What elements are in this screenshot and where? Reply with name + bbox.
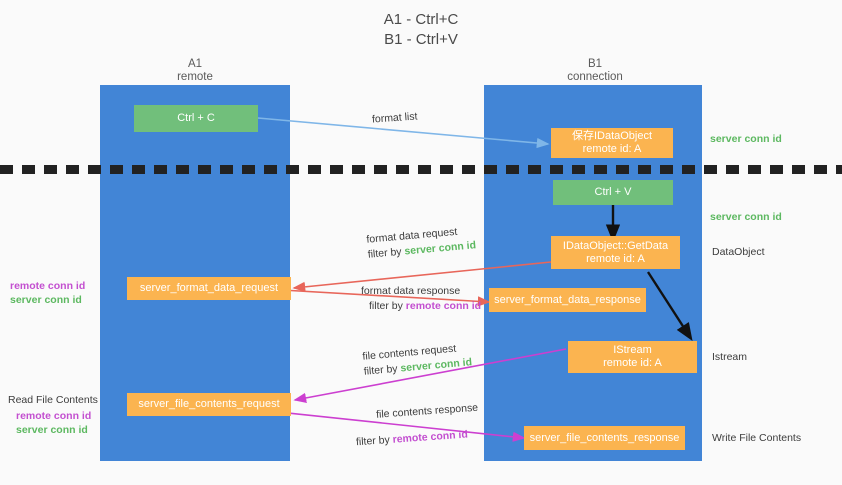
annotation-right-write-file-contents-text: Write File Contents (712, 432, 802, 444)
column-b1-sub: connection (567, 71, 623, 83)
edge-label-format-data-response: format data response filter by remote co… (361, 284, 481, 314)
edge-label-format-list-text: format list (371, 110, 418, 126)
annotation-right-server-conn-id-2-text: server conn id (710, 211, 782, 223)
title-line-1: A1 - Ctrl+C (383, 11, 459, 28)
annotation-right-server-conn-id-2: server conn id (710, 210, 782, 224)
node-idataobject-getdata-line1: IDataObject::GetData (562, 239, 669, 252)
node-istream[interactable]: IStream remote id: A (568, 341, 697, 373)
annotation-right-server-conn-id-1-text: server conn id (710, 133, 782, 145)
annotation-right-istream: Istream (712, 350, 747, 364)
node-save-idataobject-line2: remote id: A (582, 143, 642, 155)
filter-prefix: filter by (363, 362, 401, 378)
annotation-right-server-conn-id-1: server conn id (710, 132, 782, 146)
filter-prefix: filter by (367, 245, 405, 261)
node-save-idataobject[interactable]: 保存IDataObject remote id: A (551, 128, 673, 158)
node-ctrl-v[interactable]: Ctrl + V (553, 180, 673, 205)
node-idataobject-getdata-line2: remote id: A (586, 252, 645, 265)
edge-label-file-contents-response: file contents response filter by remote … (354, 401, 481, 451)
node-server-format-data-request[interactable]: server_format_data_request (127, 277, 291, 300)
node-ctrl-c-label: Ctrl + C (177, 112, 215, 124)
horizontal-dashed-divider (0, 165, 842, 174)
annotation-left-conn-ids-1: remote conn id server conn id (10, 279, 85, 307)
annotation-right-dataobject: DataObject (712, 245, 765, 259)
annotation-right-write-file-contents: Write File Contents (712, 431, 801, 445)
node-ctrl-c[interactable]: Ctrl + C (134, 105, 258, 132)
node-server-file-contents-request-label: server_file_contents_request (138, 398, 280, 410)
node-server-file-contents-response-label: server_file_contents_response (529, 431, 680, 444)
annotation-left-remote-conn-id-2: remote conn id (16, 410, 92, 422)
node-istream-line1: IStream (613, 344, 652, 356)
edge-label-format-list: format list (372, 109, 418, 127)
column-header-b1: B1 connection (520, 58, 670, 84)
annotation-left-read-file-contents: Read File Contents (8, 394, 98, 406)
node-server-format-data-response-label: server_format_data_response (494, 293, 641, 306)
column-header-a1: A1 remote (120, 58, 270, 84)
edge-label-format-data-request: format data request filter by server con… (366, 223, 477, 262)
column-b1-name: B1 (587, 58, 603, 70)
node-server-file-contents-response[interactable]: server_file_contents_response (524, 426, 685, 450)
column-a1-sub: remote (177, 71, 213, 83)
title-line-2: B1 - Ctrl+V (384, 31, 458, 48)
edge-label-file-contents-response-line2: filter by remote conn id (356, 427, 481, 451)
node-ctrl-v-label: Ctrl + V (594, 186, 632, 198)
annotation-left-remote-conn-id-1: remote conn id (10, 280, 86, 292)
filter-prefix: filter by (369, 300, 406, 312)
edge-label-format-data-response-line1: format data response (361, 285, 461, 297)
node-idataobject-getdata[interactable]: IDataObject::GetData remote id: A (551, 236, 680, 269)
annotation-right-dataobject-text: DataObject (712, 246, 765, 258)
node-save-idataobject-line1: 保存IDataObject (571, 130, 653, 142)
annotation-left-server-conn-id-1: server conn id (10, 294, 82, 306)
remote-conn-id-key: remote conn id (405, 300, 482, 312)
annotation-left-server-conn-id-2: server conn id (16, 424, 88, 436)
remote-conn-id-key: remote conn id (392, 428, 469, 446)
edge-label-format-data-response-line2: filter by remote conn id (361, 299, 481, 314)
edge-label-file-contents-response-line1: file contents response (375, 401, 479, 421)
annotation-right-istream-text: Istream (712, 351, 748, 363)
node-server-file-contents-request[interactable]: server_file_contents_request (127, 393, 291, 416)
edge-label-file-contents-request: file contents request filter by server c… (362, 340, 473, 379)
node-server-format-data-response[interactable]: server_format_data_response (489, 288, 646, 312)
node-istream-line2: remote id: A (603, 357, 662, 369)
page-title: A1 - Ctrl+C B1 - Ctrl+V (0, 10, 842, 50)
node-server-format-data-request-label: server_format_data_request (139, 282, 279, 294)
annotation-left-read-file-contents-group: Read File Contents remote conn id server… (8, 393, 98, 437)
column-a1-name: A1 (187, 58, 203, 70)
filter-prefix: filter by (355, 433, 394, 449)
